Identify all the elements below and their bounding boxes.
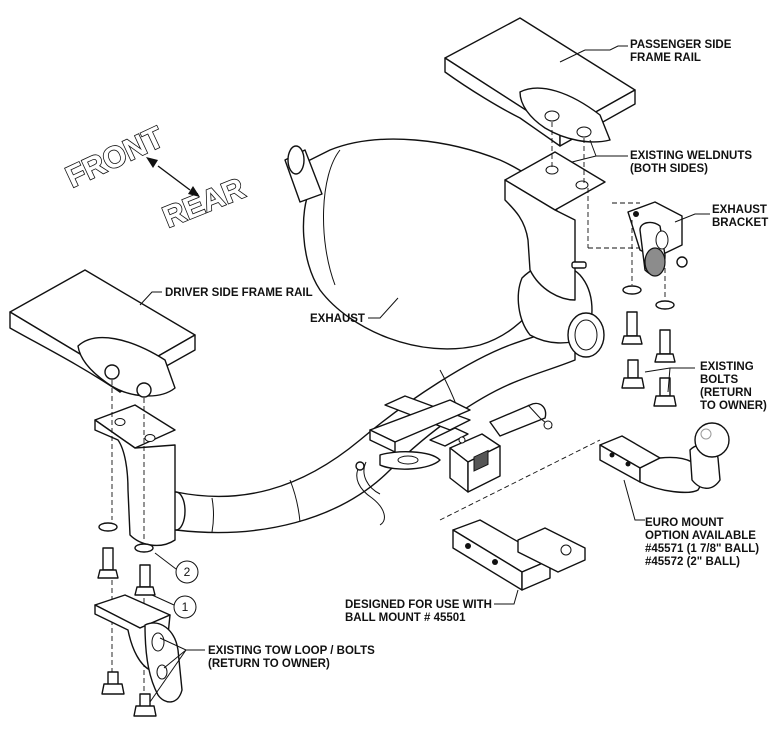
label-driver-frame-rail: DRIVER SIDE FRAME RAIL — [139, 287, 313, 306]
svg-text:(RETURN TO OWNER): (RETURN TO OWNER) — [208, 658, 330, 670]
bolt-icon — [134, 564, 156, 596]
washer-icon — [622, 285, 642, 295]
bolt-icon — [654, 329, 676, 363]
exhaust-bracket — [627, 201, 688, 277]
label-exhaust: EXHAUST — [310, 297, 399, 325]
svg-text:EXISTING: EXISTING — [700, 361, 754, 373]
svg-text:EXISTING TOW LOOP / BOLTS: EXISTING TOW LOOP / BOLTS — [208, 645, 375, 657]
washer-icon — [655, 300, 675, 310]
muffler — [284, 138, 605, 358]
bolt-icon — [101, 671, 125, 695]
svg-text:DESIGNED FOR USE WITH: DESIGNED FOR USE WITH — [345, 599, 492, 611]
label-euro-mount: EURO MOUNT OPTION AVAILABLE #45571 (1 7/… — [623, 479, 759, 568]
svg-text:BRACKET: BRACKET — [712, 217, 768, 229]
svg-text:PASSENGER SIDE: PASSENGER SIDE — [630, 39, 732, 51]
svg-text:#45571 (1 7/8" BALL): #45571 (1 7/8" BALL) — [645, 543, 759, 555]
svg-text:FRAME RAIL: FRAME RAIL — [630, 52, 701, 64]
svg-text:DRIVER SIDE FRAME RAIL: DRIVER SIDE FRAME RAIL — [165, 287, 313, 299]
euro-mount — [599, 422, 730, 494]
ball-mount — [452, 519, 586, 591]
svg-text:(BOTH SIDES): (BOTH SIDES) — [630, 163, 708, 175]
svg-text:#45572 (2" BALL): #45572 (2" BALL) — [645, 556, 740, 568]
svg-text:TO OWNER): TO OWNER) — [700, 400, 767, 412]
label-tow-loop: EXISTING TOW LOOP / BOLTS (RETURN TO OWN… — [149, 637, 375, 703]
svg-text:EXHAUST: EXHAUST — [712, 204, 767, 216]
washer-icon — [134, 543, 154, 553]
svg-text:1: 1 — [182, 600, 189, 614]
bolt-icon — [97, 547, 119, 579]
callout-1: 1 — [151, 594, 197, 619]
driver-side-plate — [94, 404, 176, 547]
passenger-frame-rail — [444, 17, 636, 147]
callout-2: 2 — [154, 552, 199, 584]
svg-text:BALL MOUNT # 45501: BALL MOUNT # 45501 — [345, 612, 466, 624]
passenger-side-plate — [504, 151, 606, 301]
svg-text:(RETURN: (RETURN — [700, 387, 752, 399]
driver-frame-rail — [9, 269, 196, 398]
label-exhaust-bracket: EXHAUST BRACKET — [674, 204, 768, 229]
washer-icon — [98, 522, 118, 532]
passenger-fasteners — [551, 122, 677, 407]
svg-text:EXISTING WELDNUTS: EXISTING WELDNUTS — [630, 150, 752, 162]
direction-indicator: FRONT REAR — [60, 120, 250, 235]
bolt-icon — [133, 693, 157, 717]
label-passenger-frame-rail: PASSENGER SIDE FRAME RAIL — [559, 39, 732, 64]
bolt-icon — [653, 377, 677, 407]
hitch-clip — [355, 461, 385, 526]
front-label: FRONT — [61, 121, 169, 195]
svg-text:EURO MOUNT: EURO MOUNT — [645, 517, 724, 529]
label-ball-mount: DESIGNED FOR USE WITH BALL MOUNT # 45501 — [345, 589, 519, 624]
driver-fasteners — [97, 380, 157, 717]
svg-text:2: 2 — [184, 565, 191, 579]
bolt-icon — [621, 359, 645, 389]
svg-text:BOLTS: BOLTS — [700, 374, 738, 386]
svg-text:OPTION AVAILABLE: OPTION AVAILABLE — [645, 530, 756, 542]
label-existing-bolts: EXISTING BOLTS (RETURN TO OWNER) — [644, 361, 767, 412]
direction-arrow-icon — [146, 157, 200, 197]
hitch-receiver — [369, 395, 501, 493]
label-existing-weldnuts: EXISTING WELDNUTS (BOTH SIDES) — [571, 139, 752, 175]
svg-text:EXHAUST: EXHAUST — [310, 313, 365, 325]
bolt-icon — [621, 311, 643, 345]
tow-loop-bracket — [94, 594, 183, 703]
rear-label: REAR — [158, 172, 249, 235]
hitch-pin — [489, 402, 553, 437]
